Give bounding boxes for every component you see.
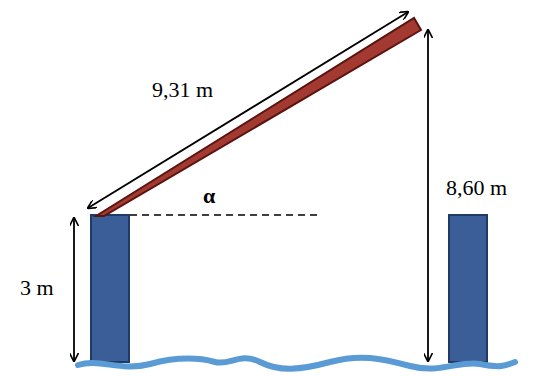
dimension-label: 3 m bbox=[20, 276, 54, 300]
length-label: 9,31 m bbox=[152, 78, 213, 102]
left-pillar bbox=[91, 215, 129, 362]
height-arrow bbox=[427, 30, 429, 361]
water bbox=[78, 358, 515, 369]
horizontal-reference bbox=[130, 214, 320, 216]
height-arrow bbox=[73, 218, 75, 361]
angle-label: α bbox=[203, 184, 215, 208]
plank bbox=[96, 18, 421, 216]
dimension-label: 8,60 m bbox=[446, 176, 507, 200]
right-pillar bbox=[449, 215, 487, 362]
length-arrow bbox=[88, 12, 408, 208]
